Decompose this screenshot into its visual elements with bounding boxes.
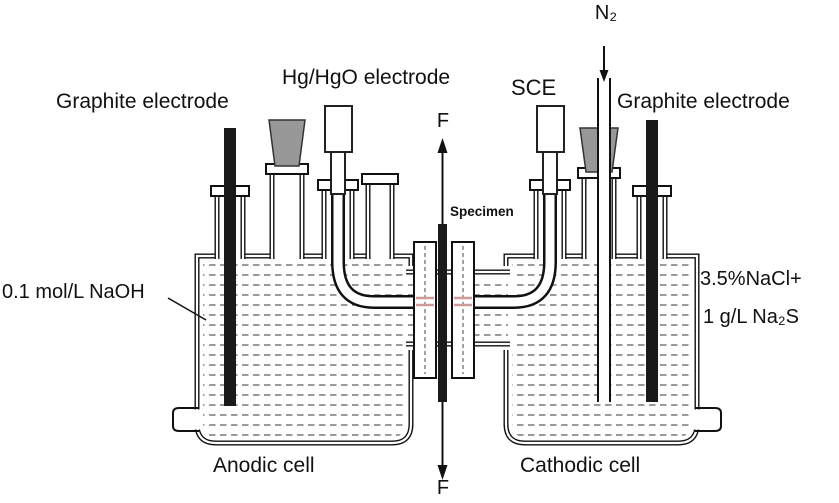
label-force-bottom: F bbox=[436, 477, 450, 499]
label-n2: N₂ bbox=[594, 2, 618, 24]
n2-gas-tube bbox=[597, 78, 611, 402]
label-graphite-electrode-left: Graphite electrode bbox=[56, 90, 229, 113]
sce-electrode-body bbox=[536, 105, 565, 195]
anolyte-leader-line bbox=[167, 297, 207, 321]
label-specimen: Specimen bbox=[450, 204, 514, 219]
label-anolyte-solution: 0.1 mol/L NaOH bbox=[2, 281, 145, 303]
hg-hgo-capillary-tube bbox=[331, 192, 430, 309]
stopper-left bbox=[268, 119, 306, 167]
force-arrow-bottom bbox=[437, 402, 448, 480]
left-flask-necks bbox=[210, 163, 399, 259]
label-cathodic-cell: Cathodic cell bbox=[520, 454, 641, 477]
label-force-top: F bbox=[436, 110, 450, 132]
capillary-tip-right bbox=[454, 296, 472, 307]
graphite-electrode-left bbox=[224, 128, 236, 406]
force-arrow-top bbox=[437, 138, 448, 224]
label-anodic-cell: Anodic cell bbox=[213, 454, 315, 477]
label-graphite-electrode-right: Graphite electrode bbox=[617, 90, 790, 113]
specimen-bar bbox=[438, 224, 447, 402]
label-catholyte-solution-line1: 3.5%NaCl+ bbox=[700, 268, 802, 290]
left-flask-side-arm bbox=[172, 407, 199, 432]
graphite-electrode-right bbox=[646, 120, 658, 402]
label-hg-hgo-electrode: Hg/HgO electrode bbox=[282, 66, 451, 89]
label-catholyte-solution-line2: 1 g/L Na₂S bbox=[703, 306, 799, 328]
n2-flow-arrow bbox=[599, 46, 609, 82]
capillary-tip-left bbox=[416, 296, 434, 307]
right-flask-side-arm bbox=[695, 407, 722, 432]
anodic-cell-flask bbox=[172, 253, 414, 446]
hg-hgo-electrode-body bbox=[324, 105, 353, 195]
sce-capillary-tube bbox=[456, 192, 557, 309]
specimen-flange-assembly bbox=[413, 224, 475, 402]
label-sce: SCE bbox=[511, 75, 557, 100]
